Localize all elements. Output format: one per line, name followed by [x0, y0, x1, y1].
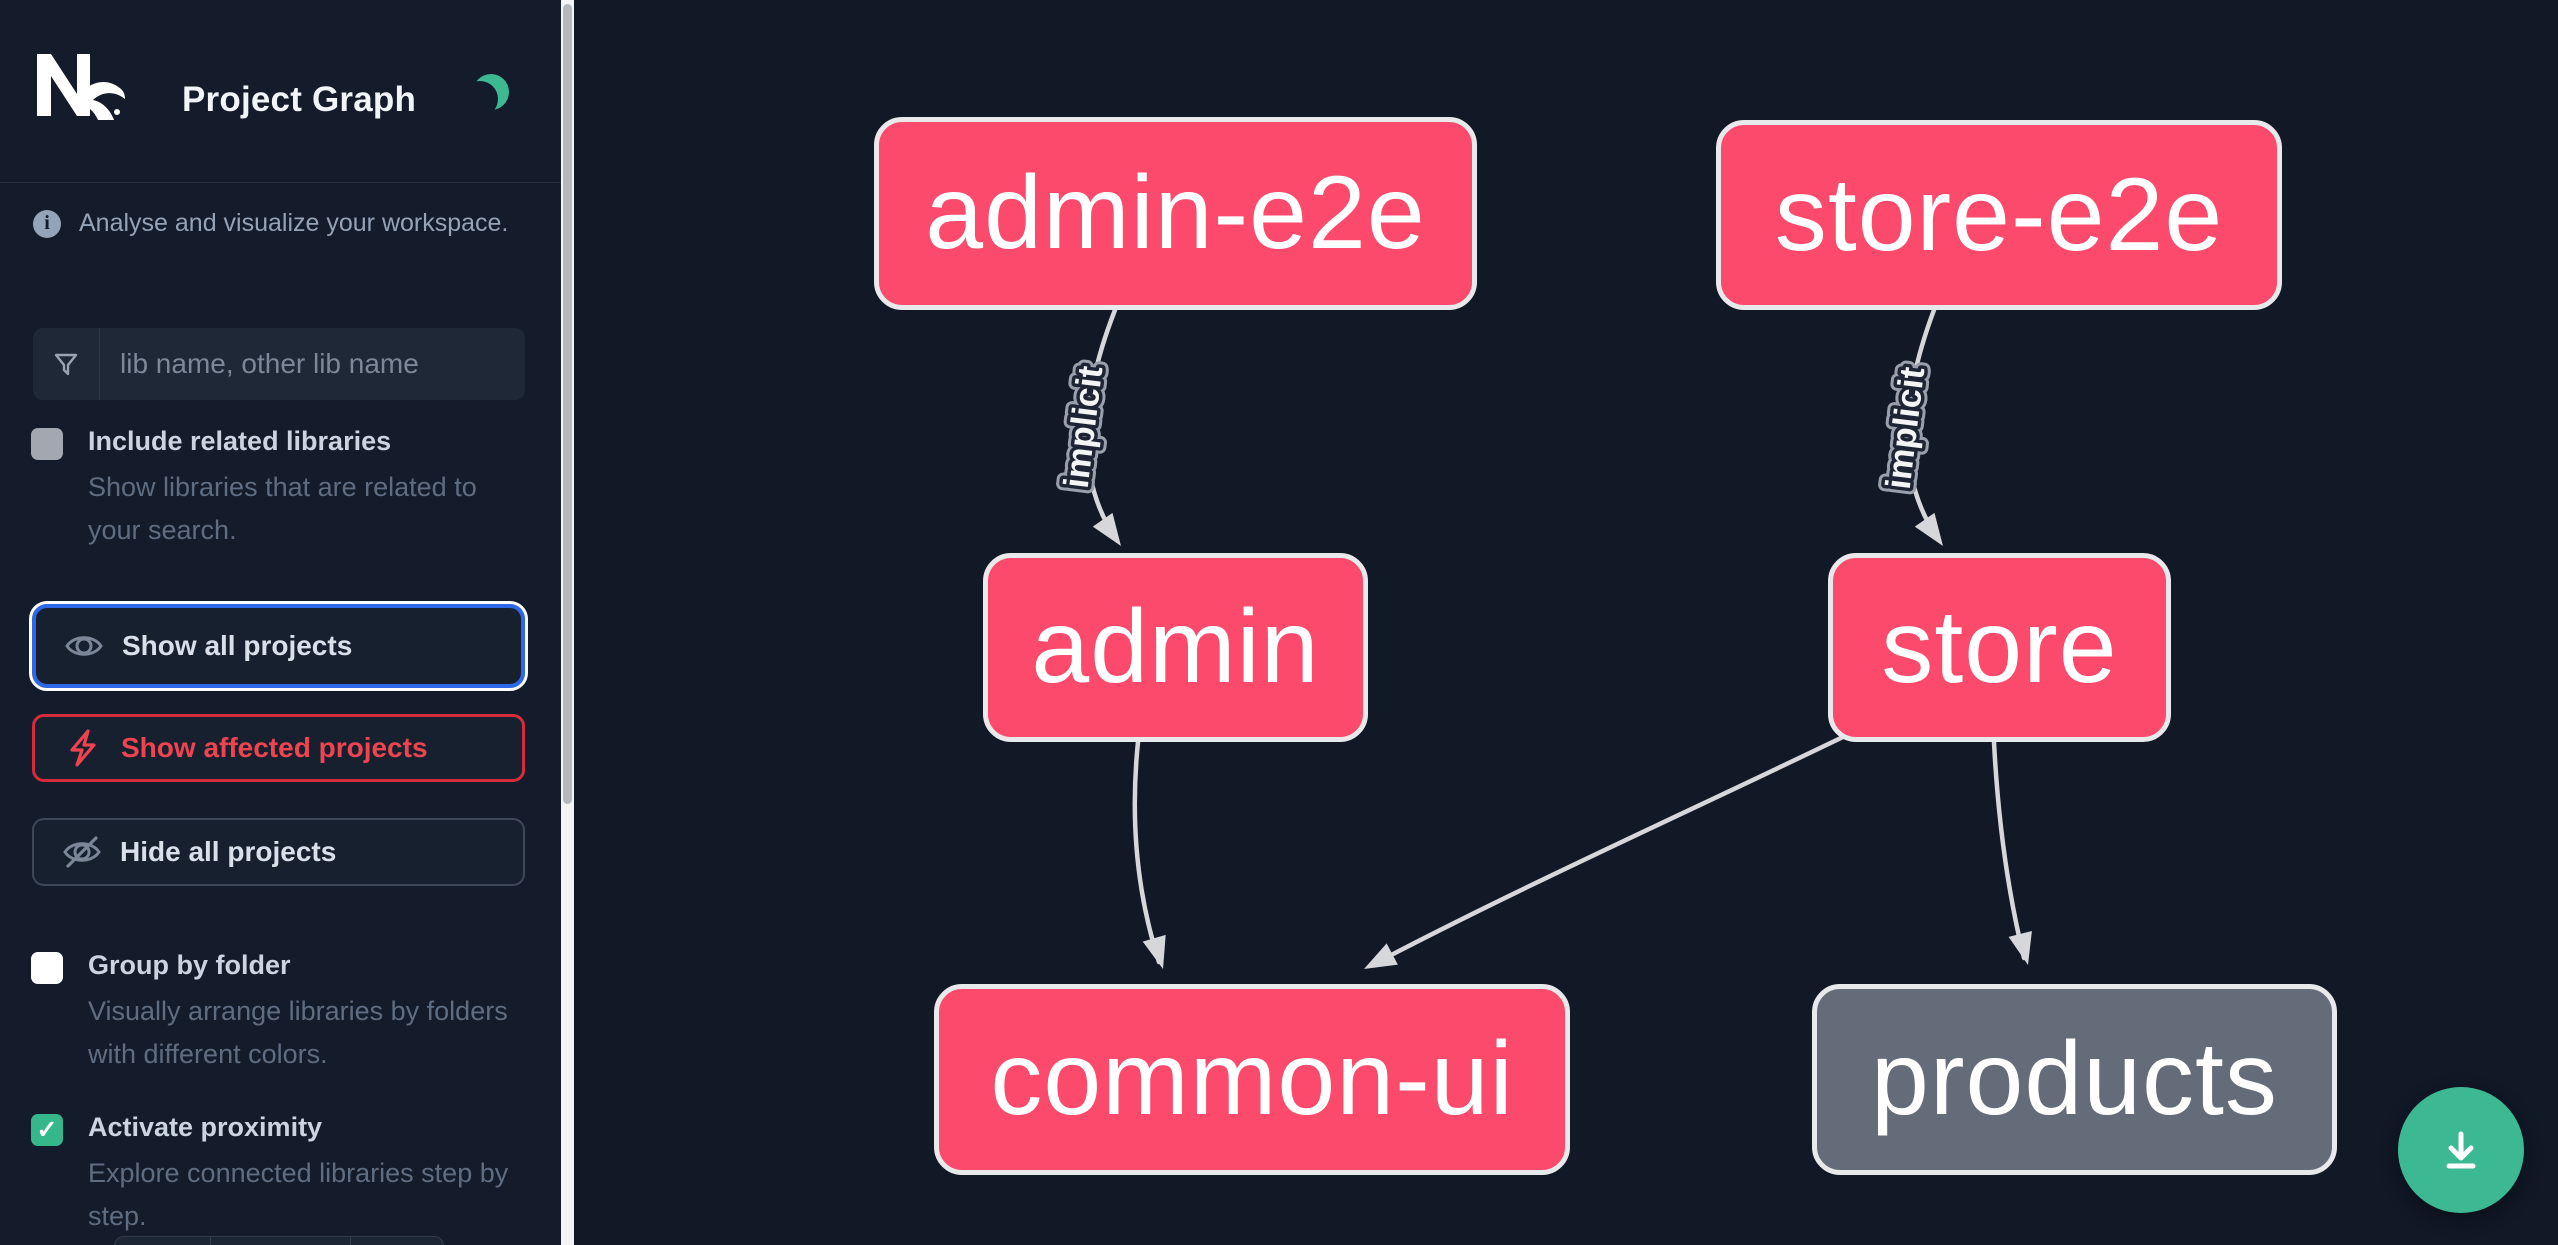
graph-node-products[interactable]: products	[1812, 984, 2337, 1175]
project-filter-box	[33, 328, 525, 400]
group-by-folder-checkbox[interactable]	[31, 952, 63, 984]
filter-icon-zone	[33, 328, 100, 400]
group-by-folder-description: Visually arrange libraries by folders wi…	[88, 996, 508, 1069]
graph-node-admin-e2e[interactable]: admin-e2e	[874, 117, 1477, 310]
node-label: store	[1881, 589, 2118, 705]
arrowheads	[1092, 512, 2032, 969]
edge-store-products	[1991, 739, 2027, 961]
node-label: admin	[1031, 589, 1320, 705]
sidebar-header: Project Graph	[0, 0, 561, 183]
node-label: store-e2e	[1774, 156, 2224, 273]
graph-node-admin[interactable]: admin	[983, 553, 1368, 742]
project-graph-canvas: implicit implicit implicit implicit admi…	[574, 0, 2558, 1245]
edge-admin-common-ui	[1132, 739, 1162, 965]
node-label: products	[1871, 1021, 2278, 1137]
show-all-projects-button[interactable]: Show all projects	[29, 601, 528, 691]
node-label: admin-e2e	[925, 155, 1426, 271]
download-icon	[2446, 1131, 2476, 1169]
sidebar-scrollbar-thumb[interactable]	[563, 4, 572, 804]
edge-labels: implicit implicit implicit implicit	[1050, 357, 1939, 498]
edge-store-e2e-store	[1905, 307, 1942, 543]
show-affected-projects-label: Show affected projects	[121, 732, 428, 763]
graph-node-common-ui[interactable]: common-ui	[934, 984, 1570, 1175]
eye-off-icon	[62, 835, 102, 869]
workspace-tagline-row: i Analyse and visualize your workspace.	[33, 209, 508, 238]
proximity-stepper-control[interactable]	[114, 1236, 444, 1245]
show-affected-projects-button[interactable]: Show affected projects	[32, 714, 525, 782]
include-related-checkbox[interactable]	[31, 428, 63, 460]
hide-all-projects-button[interactable]: Hide all projects	[32, 818, 525, 886]
theme-toggle-moon-icon[interactable]	[473, 74, 509, 110]
header-divider	[0, 182, 561, 183]
activate-proximity-checkbox[interactable]: ✓	[31, 1114, 63, 1146]
edge-label-implicit: implicit	[1879, 365, 1933, 492]
info-icon: i	[33, 209, 61, 238]
hide-all-projects-label: Hide all projects	[120, 836, 337, 867]
funnel-filter-icon	[54, 353, 78, 376]
node-label: common-ui	[990, 1021, 1514, 1137]
graph-node-store-e2e[interactable]: store-e2e	[1716, 120, 2282, 310]
edge-store-common-ui	[1371, 719, 1877, 967]
show-all-projects-label: Show all projects	[122, 630, 353, 661]
graph-node-store[interactable]: store	[1828, 553, 2171, 742]
edge-label-implicit: implicit	[1057, 364, 1111, 491]
lightning-bolt-icon	[63, 729, 103, 767]
sidebar-scrollbar-track[interactable]	[561, 0, 574, 1245]
download-image-button[interactable]	[2398, 1087, 2524, 1213]
include-related-label: Include related libraries	[88, 426, 392, 456]
group-by-folder-label: Group by folder	[88, 950, 291, 980]
include-related-description: Show libraries that are related to your …	[88, 472, 477, 545]
page-title: Project Graph	[182, 80, 417, 119]
edge-admin-e2e-admin	[1084, 307, 1120, 543]
dependency-edges-layer: implicit implicit implicit implicit	[1050, 307, 2032, 969]
activate-proximity-description: Explore connected libraries step by step…	[88, 1158, 509, 1231]
activate-proximity-label: Activate proximity	[88, 1112, 323, 1142]
eye-icon	[64, 631, 104, 661]
workspace-tagline: Analyse and visualize your workspace.	[79, 209, 509, 237]
sidebar: Project Graph i Analyse and visualize yo…	[0, 0, 561, 1245]
search-input[interactable]	[100, 328, 525, 400]
nx-logo-icon	[37, 54, 125, 120]
